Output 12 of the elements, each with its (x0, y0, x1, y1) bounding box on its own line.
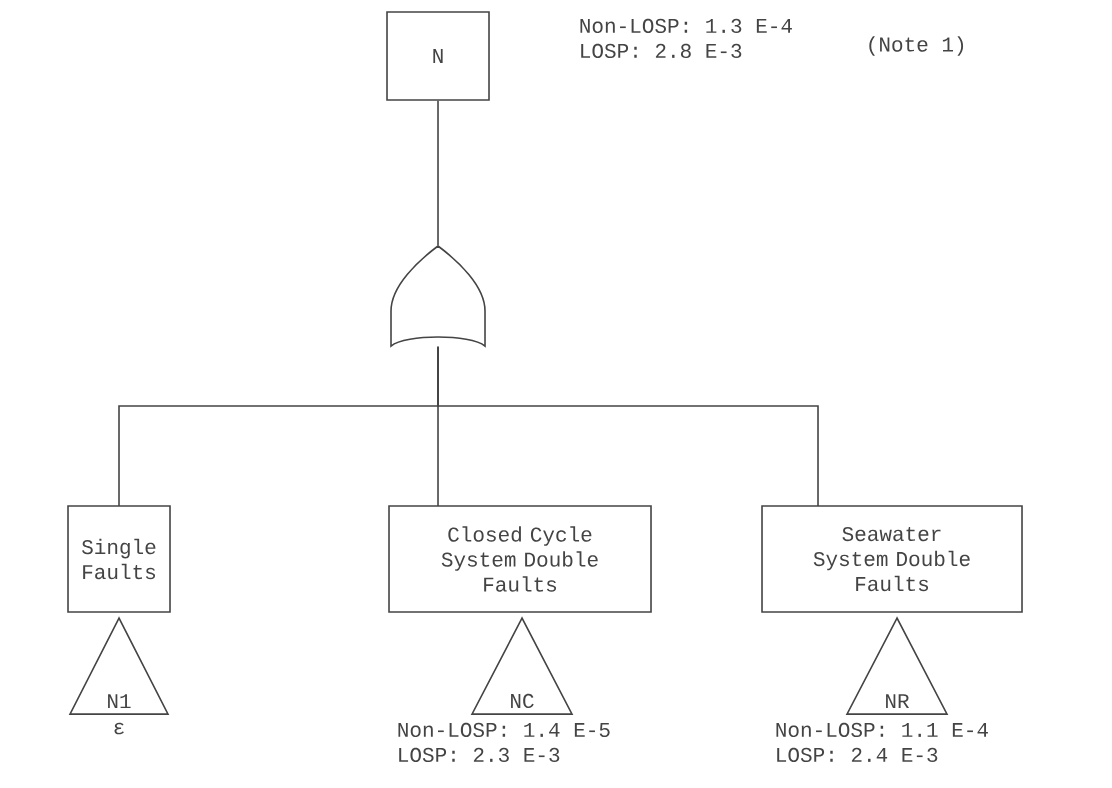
connector-line (437, 100, 439, 246)
event-box: Single Faults (67, 505, 171, 613)
connector-line (437, 346, 819, 507)
value-text: ε (114, 722, 124, 735)
value-text: Non-LOSP: 1.1 E-4 LOSP: 2.4 E-3 (776, 722, 988, 763)
value-text: Non-LOSP: 1.3 E-4 LOSP: 2.8 E-3 (580, 18, 792, 59)
event-box: Closed Cycle System Double Faults (388, 505, 652, 613)
note-text: (Note 1) (869, 36, 964, 56)
or-gate (390, 245, 486, 347)
value-text: Non-LOSP: 1.4 E-5 LOSP: 2.3 E-3 (398, 722, 610, 763)
event-box: Seawater System Double Faults (761, 505, 1023, 613)
event-box: N (386, 11, 490, 101)
